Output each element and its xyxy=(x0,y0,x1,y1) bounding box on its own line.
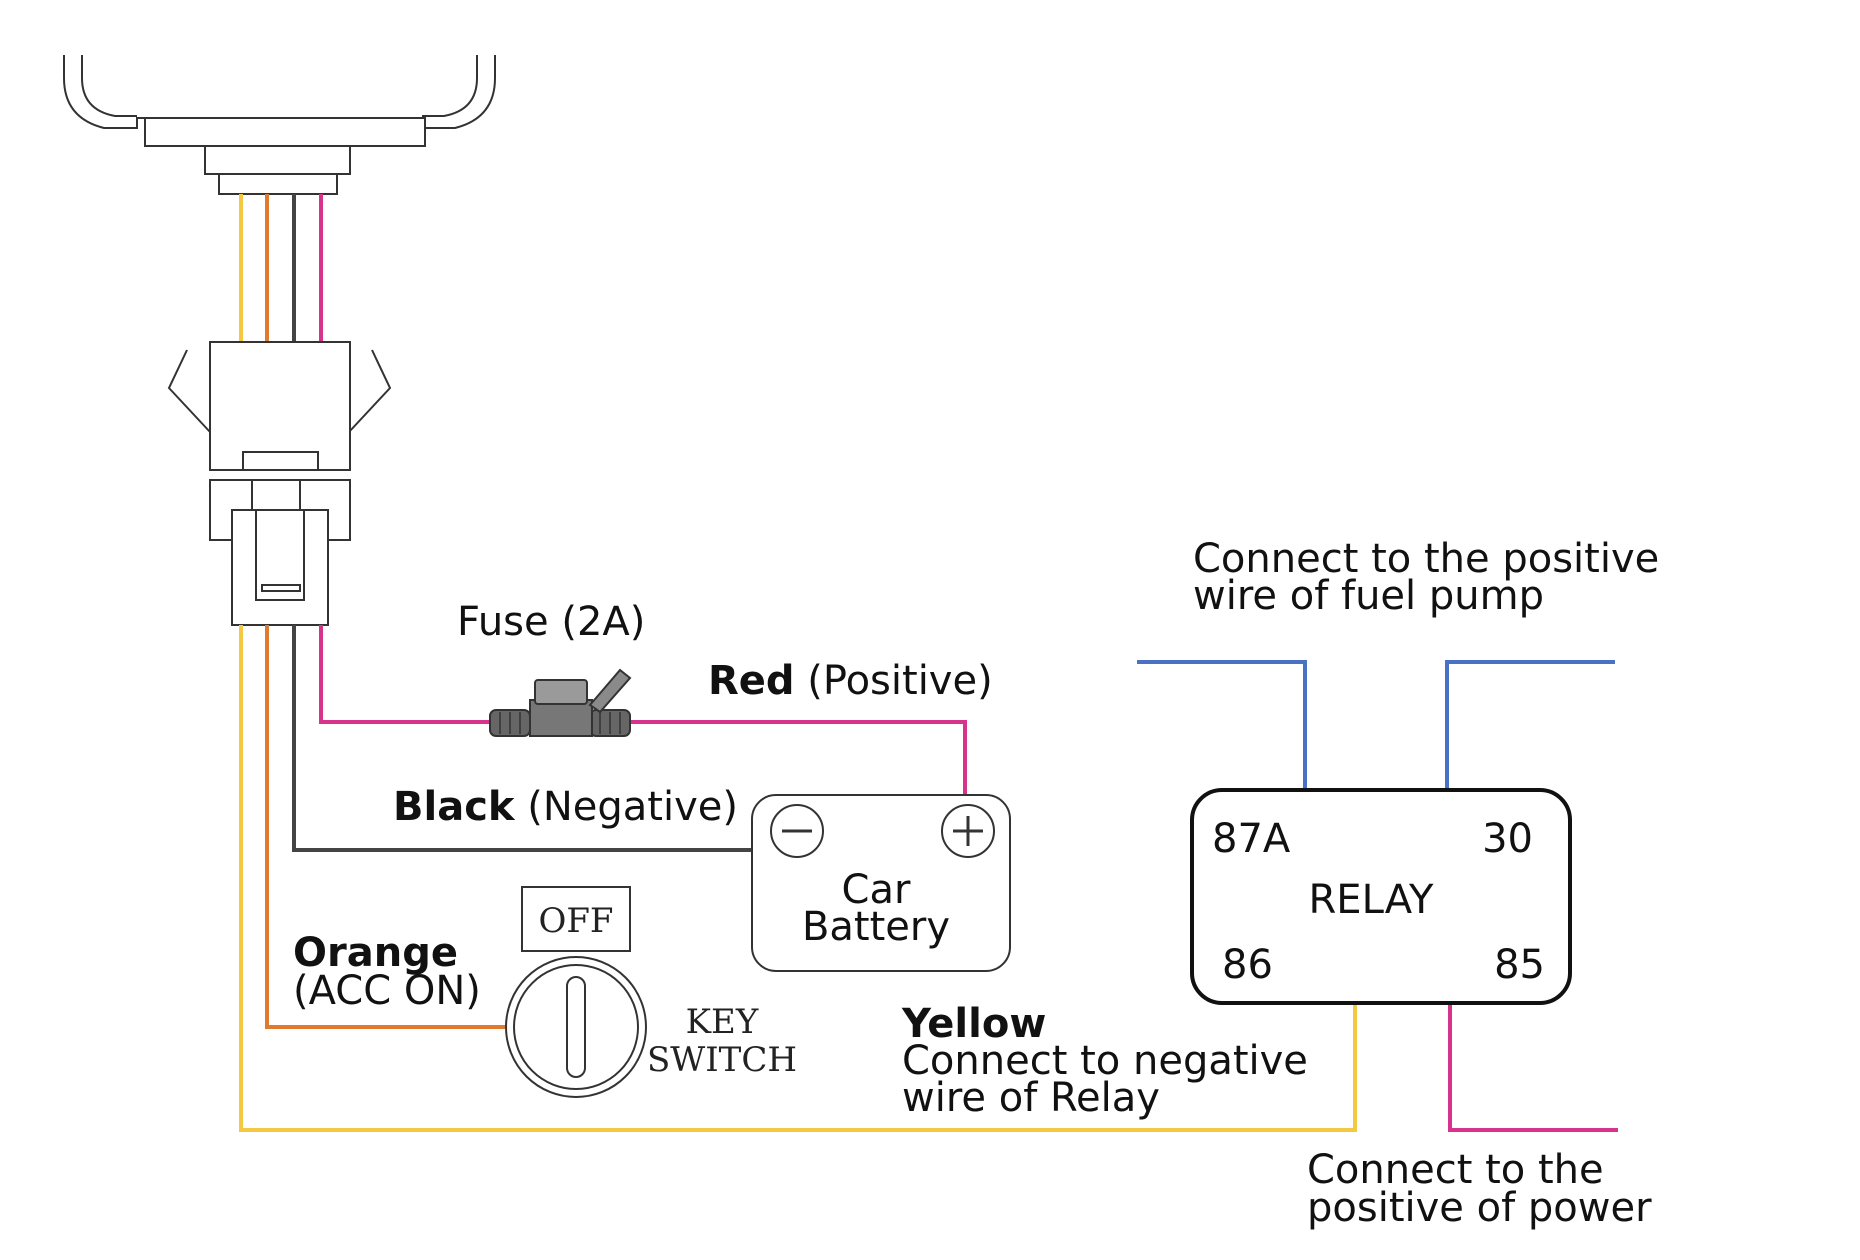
cable-strain-relief xyxy=(204,145,351,175)
wire-relay-30 xyxy=(1445,660,1615,790)
wire-yellow xyxy=(239,625,1357,1132)
relay-pin-85: 85 xyxy=(1494,942,1545,988)
wire-red-to-battery xyxy=(630,720,967,795)
orange-color-name: Orange xyxy=(293,930,458,976)
off-label: OFF xyxy=(538,901,613,941)
yellow-wire-desc-line2: wire of Relay xyxy=(902,1075,1160,1121)
cable-bundle xyxy=(239,194,323,342)
black-wire-label: Black (Negative) xyxy=(393,784,738,830)
red-wire-desc: (Positive) xyxy=(807,658,992,704)
power-label-line1: Connect to the xyxy=(1307,1147,1604,1193)
fuel-pump-label-line2: wire of fuel pump xyxy=(1193,573,1544,619)
black-color-name: Black xyxy=(393,784,516,830)
fuse-cap xyxy=(534,679,588,705)
red-wire-label: Red (Positive) xyxy=(708,658,993,704)
orange-wire-desc: (ACC ON) xyxy=(293,968,481,1014)
battery-label-line2: Battery xyxy=(802,904,950,950)
off-indicator-box xyxy=(521,886,631,952)
wire-black xyxy=(292,625,752,852)
key-switch: OFF KEY SWITCH xyxy=(505,886,797,1098)
wire-labels: Fuse (2A) Red (Positive) Black (Negative… xyxy=(293,536,1659,1231)
wire-relay-85 xyxy=(1448,1003,1618,1132)
yellow-wire-desc-line1: Connect to negative xyxy=(902,1038,1308,1084)
relay-pin-87a: 87A xyxy=(1212,816,1291,862)
key-switch-label-line2: SWITCH xyxy=(647,1040,797,1080)
yellow-color-name: Yellow xyxy=(901,1001,1046,1047)
relay-pin-86: 86 xyxy=(1222,942,1273,988)
device-base xyxy=(144,117,426,147)
power-label-line2: positive of power xyxy=(1307,1185,1652,1231)
wire-runs xyxy=(239,625,1618,1132)
wire-red-to-fuse xyxy=(319,625,490,724)
car-battery: Car Battery xyxy=(751,794,1011,972)
connector-female-housing xyxy=(209,341,351,471)
wire-orange xyxy=(265,625,505,1029)
relay: 87A 30 RELAY 86 85 xyxy=(1190,788,1572,1005)
cable-collar xyxy=(218,173,338,195)
relay-pin-30: 30 xyxy=(1482,816,1533,862)
wire-relay-87a xyxy=(1137,660,1307,790)
harness-connector xyxy=(167,341,392,626)
relay-title: RELAY xyxy=(1309,877,1435,923)
relay-body xyxy=(1190,788,1572,1005)
key-switch-label-line1: KEY xyxy=(686,1002,759,1042)
fuse-label: Fuse (2A) xyxy=(457,599,645,645)
black-wire-desc: (Negative) xyxy=(527,784,738,830)
battery-label-line1: Car xyxy=(842,867,911,913)
red-color-name: Red xyxy=(708,658,795,704)
fuse-component xyxy=(489,668,632,737)
fuse-body xyxy=(529,699,593,737)
fuel-pump-label-line1: Connect to the positive xyxy=(1193,536,1659,582)
connector-latch-right xyxy=(348,349,392,433)
key-slot-icon xyxy=(566,976,586,1078)
fuse-lever xyxy=(588,668,632,714)
gps-device xyxy=(63,55,496,195)
connector-latch-left xyxy=(167,349,211,433)
